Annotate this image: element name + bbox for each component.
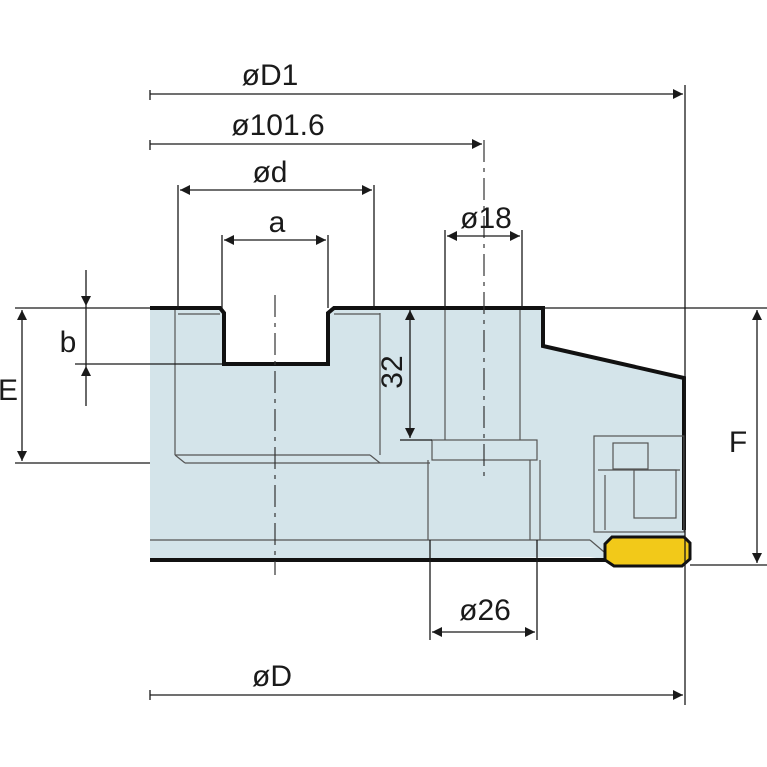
dim-d26: ø26 <box>432 594 535 637</box>
dim-E: E <box>0 310 27 461</box>
svg-text:32: 32 <box>376 355 409 388</box>
svg-text:øD: øD <box>252 660 292 693</box>
dim-a: a <box>224 206 326 245</box>
svg-text:b: b <box>60 326 77 359</box>
svg-text:øD1: øD1 <box>242 59 299 92</box>
dim-d: ød <box>180 156 372 195</box>
dim-bore: ø101.6 <box>150 109 482 149</box>
svg-text:E: E <box>0 374 18 407</box>
svg-text:ø101.6: ø101.6 <box>231 109 324 142</box>
dim-d18: ø18 <box>447 202 520 241</box>
dim-D: øD <box>150 660 683 700</box>
svg-text:a: a <box>269 206 286 239</box>
svg-text:ø18: ø18 <box>460 202 512 235</box>
svg-text:ø26: ø26 <box>459 594 511 627</box>
dim-F: F <box>729 310 762 563</box>
cutting-insert <box>603 535 692 568</box>
svg-text:F: F <box>729 426 747 459</box>
cutter-body <box>150 308 685 560</box>
top-outline <box>150 306 686 530</box>
dim-32: 32 <box>376 310 432 441</box>
dim-D1: øD1 <box>150 59 683 99</box>
extension-lines <box>15 85 767 705</box>
dim-b: b <box>60 270 91 406</box>
svg-text:ød: ød <box>252 156 287 189</box>
